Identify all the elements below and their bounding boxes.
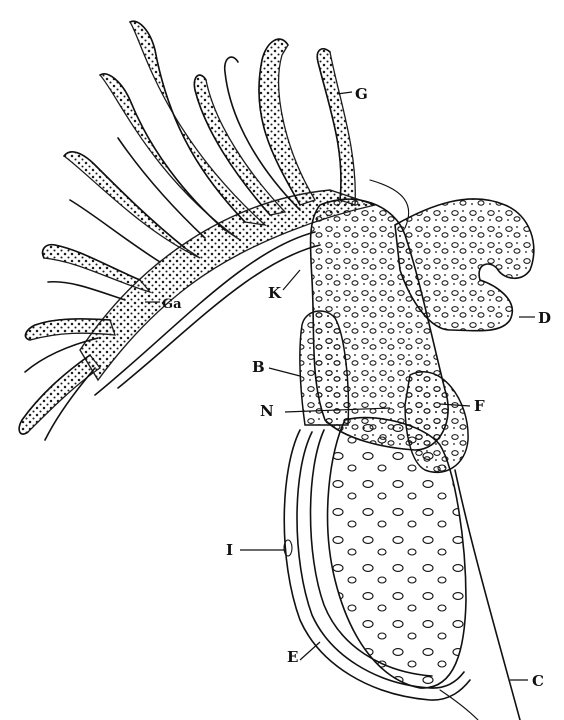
label-c: C (532, 672, 544, 690)
label-b: B (252, 358, 265, 376)
label-f: F (474, 397, 485, 415)
sac (328, 418, 466, 688)
label-k: K (268, 284, 282, 302)
label-ga: Ga (162, 297, 182, 312)
label-e: E (287, 648, 298, 666)
label-i: I (226, 541, 233, 559)
label-d: D (538, 309, 551, 327)
label-n: N (260, 402, 274, 420)
label-g: G (355, 85, 368, 103)
